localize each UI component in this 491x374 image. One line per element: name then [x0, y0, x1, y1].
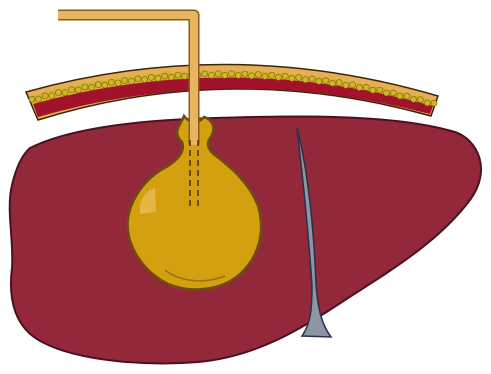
fat-globule [289, 75, 295, 81]
fat-globule [222, 72, 228, 78]
fat-globule [229, 71, 235, 77]
fat-globule [208, 72, 214, 78]
fat-globule [148, 74, 154, 80]
fat-globule [384, 90, 390, 96]
fat-globule [162, 73, 168, 79]
fat-globule [269, 72, 275, 78]
fat-globule [302, 77, 308, 83]
fat-globule [89, 84, 95, 90]
fat-globule [36, 96, 42, 102]
fat-globule [168, 74, 174, 80]
fat-globule [323, 78, 329, 84]
fat-globule [336, 80, 342, 86]
fat-globule [390, 90, 396, 96]
fat-globule [296, 74, 302, 80]
fat-globule [262, 73, 268, 79]
fat-globule [370, 87, 376, 93]
fat-globule [316, 78, 322, 84]
fat-globule [115, 80, 121, 86]
abdominal-wall [26, 64, 438, 120]
fat-globule [122, 78, 128, 84]
fat-globule [411, 96, 417, 102]
fat-globule [202, 71, 208, 77]
fat-globule [155, 75, 161, 81]
fat-globule [75, 87, 81, 93]
fat-globule [215, 71, 221, 77]
fat-globule [49, 93, 55, 99]
fat-globule [175, 72, 181, 78]
fat-globule [62, 90, 68, 96]
fat-globule [69, 87, 75, 93]
fat-globule [102, 82, 108, 88]
fat-globule [350, 82, 356, 88]
fat-globule [135, 76, 141, 82]
fat-globule [377, 87, 383, 93]
fat-globule [249, 73, 255, 79]
fat-globule [424, 100, 430, 106]
fat-globule [404, 93, 410, 99]
fat-globule [431, 100, 437, 106]
fat-globule [255, 72, 261, 78]
fat-globule [128, 78, 134, 84]
fat-globule [108, 79, 114, 85]
fat-globule [55, 90, 61, 96]
fat-globule [242, 71, 248, 77]
fat-globule [29, 96, 35, 102]
fat-globule [282, 73, 288, 79]
fat-globule [329, 80, 335, 86]
fat-globule [276, 74, 282, 80]
fat-globule [235, 72, 241, 78]
fat-globule [356, 85, 362, 91]
fat-globule [42, 93, 48, 99]
fat-globule [397, 93, 403, 99]
fat-globule [142, 77, 148, 83]
fat-globule [363, 84, 369, 90]
fat-globule [182, 73, 188, 79]
fat-globule [95, 82, 101, 88]
fat-globule [417, 97, 423, 103]
fat-globule [82, 84, 88, 90]
fat-globule [309, 76, 315, 82]
fat-globule [343, 82, 349, 88]
